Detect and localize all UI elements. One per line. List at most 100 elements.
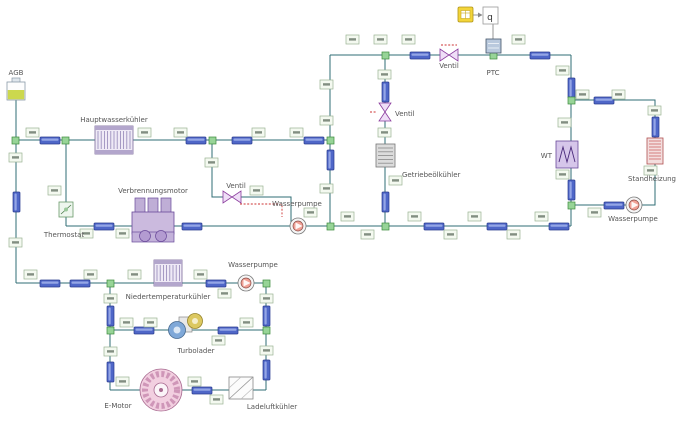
- sensor-box[interactable]: [611, 89, 626, 100]
- sensor-box[interactable]: [217, 288, 232, 299]
- pipe-segment[interactable]: [39, 136, 61, 145]
- sensor-box[interactable]: [204, 157, 219, 168]
- pipe-segment[interactable]: [326, 149, 335, 171]
- sensor-box[interactable]: [83, 269, 98, 280]
- heat-flow-source-icon[interactable]: [482, 6, 499, 25]
- sensor-box[interactable]: [511, 34, 526, 45]
- ptc-heater-icon[interactable]: [485, 38, 502, 54]
- sensor-box[interactable]: [360, 229, 375, 240]
- pipe-segment[interactable]: [231, 136, 253, 145]
- sensor-box[interactable]: [575, 89, 590, 100]
- junction-tee[interactable]: [61, 136, 70, 145]
- junction-tee[interactable]: [106, 279, 115, 288]
- pipe-segment[interactable]: [603, 201, 625, 210]
- sensor-box[interactable]: [47, 185, 62, 196]
- pipe-segment[interactable]: [69, 279, 91, 288]
- sensor-box[interactable]: [555, 65, 570, 76]
- sensor-box[interactable]: [127, 269, 142, 280]
- junction-tee[interactable]: [381, 222, 390, 231]
- sensor-box[interactable]: [467, 211, 482, 222]
- junction-tee[interactable]: [567, 96, 576, 105]
- sensor-box[interactable]: [193, 269, 208, 280]
- thermostat-icon[interactable]: [58, 201, 74, 218]
- sensor-box[interactable]: [506, 229, 521, 240]
- valve-icon[interactable]: [222, 190, 242, 204]
- valve-icon[interactable]: [439, 48, 459, 62]
- sensor-box[interactable]: [388, 175, 403, 186]
- aux-heater-icon[interactable]: [646, 137, 664, 165]
- sensor-box[interactable]: [103, 293, 118, 304]
- sensor-box[interactable]: [401, 34, 416, 45]
- sensor-box[interactable]: [443, 229, 458, 240]
- pipe-segment[interactable]: [12, 191, 21, 213]
- junction-tee[interactable]: [381, 51, 390, 60]
- pipe-segment[interactable]: [593, 96, 615, 105]
- sensor-box[interactable]: [173, 127, 188, 138]
- sensor-box[interactable]: [119, 317, 134, 328]
- valve-icon[interactable]: [378, 102, 392, 122]
- sensor-box[interactable]: [643, 165, 658, 176]
- pipe-segment[interactable]: [486, 222, 508, 231]
- sensor-box[interactable]: [319, 79, 334, 90]
- sensor-box[interactable]: [23, 269, 38, 280]
- sensor-box[interactable]: [407, 211, 422, 222]
- sensor-box[interactable]: [319, 183, 334, 194]
- pipe-segment[interactable]: [106, 361, 115, 383]
- junction-tee[interactable]: [567, 201, 576, 210]
- pipe-segment[interactable]: [303, 136, 325, 145]
- main-radiator-icon[interactable]: [94, 125, 134, 155]
- pipe-segment[interactable]: [93, 222, 115, 231]
- pump-icon[interactable]: [625, 196, 643, 214]
- sensor-box[interactable]: [303, 207, 318, 218]
- sensor-box[interactable]: [115, 376, 130, 387]
- gear-oil-cooler-icon[interactable]: [375, 143, 396, 168]
- sensor-box[interactable]: [647, 105, 662, 116]
- sensor-box[interactable]: [211, 335, 226, 346]
- sensor-box[interactable]: [103, 346, 118, 357]
- pipe-segment[interactable]: [567, 179, 576, 201]
- schedule-source-icon[interactable]: [457, 6, 474, 23]
- pipe-segment[interactable]: [181, 222, 203, 231]
- sensor-box[interactable]: [377, 69, 392, 80]
- pipe-segment[interactable]: [529, 51, 551, 60]
- junction-tee[interactable]: [106, 326, 115, 335]
- sensor-box[interactable]: [143, 317, 158, 328]
- pump-icon[interactable]: [289, 217, 307, 235]
- pipe-segment[interactable]: [185, 136, 207, 145]
- pipe-segment[interactable]: [133, 326, 155, 335]
- sensor-box[interactable]: [8, 152, 23, 163]
- junction-tee[interactable]: [208, 136, 217, 145]
- sensor-box[interactable]: [25, 127, 40, 138]
- sensor-box[interactable]: [8, 237, 23, 248]
- junction-tee[interactable]: [326, 136, 335, 145]
- engine-icon[interactable]: [131, 197, 175, 243]
- sensor-box[interactable]: [373, 34, 388, 45]
- sensor-box[interactable]: [340, 211, 355, 222]
- pipe-segment[interactable]: [262, 359, 271, 381]
- pipe-segment[interactable]: [39, 279, 61, 288]
- sensor-box[interactable]: [319, 115, 334, 126]
- junction-tee[interactable]: [326, 222, 335, 231]
- heat-exchanger-icon[interactable]: [555, 140, 579, 169]
- junction-tee[interactable]: [262, 326, 271, 335]
- lt-radiator-icon[interactable]: [153, 259, 183, 287]
- sensor-box[interactable]: [239, 317, 254, 328]
- sensor-box[interactable]: [79, 228, 94, 239]
- sensor-box[interactable]: [377, 127, 392, 138]
- pipe-segment[interactable]: [381, 191, 390, 213]
- pump-icon[interactable]: [237, 274, 255, 292]
- pipe-segment[interactable]: [191, 386, 213, 395]
- turbocharger-icon[interactable]: [168, 313, 203, 339]
- sensor-box[interactable]: [209, 394, 224, 405]
- sensor-box[interactable]: [555, 169, 570, 180]
- sensor-box[interactable]: [587, 207, 602, 218]
- pipe-segment[interactable]: [548, 222, 570, 231]
- sensor-box[interactable]: [259, 345, 274, 356]
- sensor-box[interactable]: [251, 127, 266, 138]
- sensor-box[interactable]: [557, 117, 572, 128]
- pipe-segment[interactable]: [217, 326, 239, 335]
- sensor-box[interactable]: [137, 127, 152, 138]
- junction-tee[interactable]: [262, 279, 271, 288]
- expansion-tank-icon[interactable]: [6, 77, 26, 101]
- sensor-box[interactable]: [259, 293, 274, 304]
